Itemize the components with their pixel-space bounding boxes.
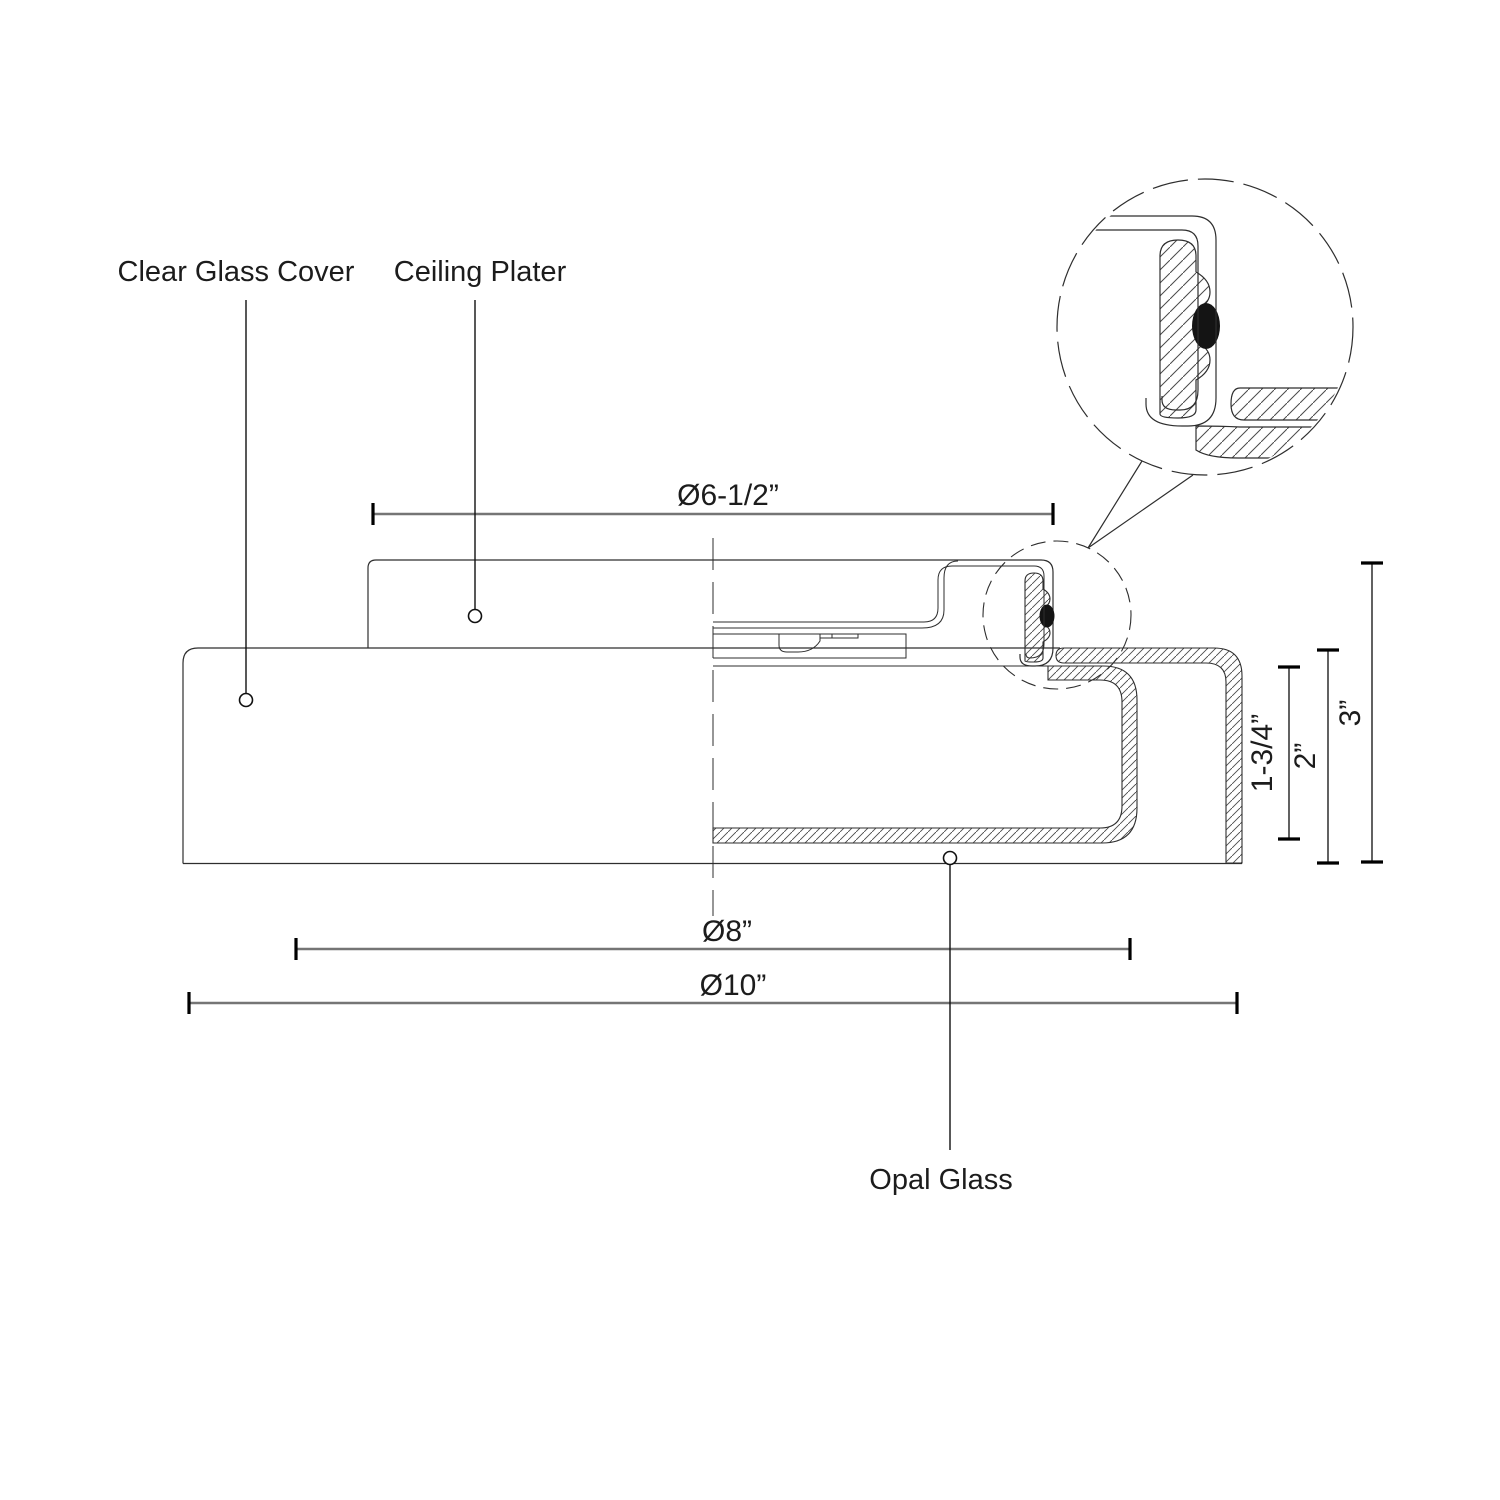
- plate-sheet-outer-line: [713, 560, 959, 629]
- clear-glass-cover-label: Clear Glass Cover: [118, 256, 355, 288]
- fixture-section-right: [712, 560, 1243, 864]
- opal-glass-leader-dot: [942, 850, 958, 866]
- opal-glass-section: [712, 665, 1138, 844]
- dim-overall-diameter-label: Ø10”: [700, 969, 767, 1002]
- dimension-overall-height: 3”: [1334, 561, 1383, 864]
- balloon-clear-glass: [1230, 387, 1351, 421]
- balloon-channel-inner: [1059, 229, 1199, 411]
- dimension-opal-height: 1-3/4”: [1246, 665, 1300, 841]
- dim-opal-height-label: 1-3/4”: [1246, 714, 1279, 792]
- label-ceiling-plate: Ceiling Plater: [394, 256, 567, 624]
- label-opal-glass: Opal Glass: [869, 850, 1013, 1196]
- detail-marker-circle: [982, 540, 1132, 690]
- dimension-overall-diameter: Ø10”: [187, 969, 1239, 1014]
- ceiling-plate-label: Ceiling Plater: [394, 256, 567, 288]
- balloon-opal-flange: [1195, 425, 1351, 459]
- clear-glass-cover-outline: [182, 647, 1060, 864]
- socket-cup: [778, 634, 821, 653]
- dimension-glass-height: 2”: [1289, 648, 1339, 865]
- socket-housing: [713, 633, 907, 659]
- clear-glass-section: [1055, 647, 1243, 864]
- balloon-pointer: [1087, 460, 1194, 549]
- dimension-plate-diameter: Ø6-1/2”: [371, 479, 1055, 525]
- dimension-opal-diameter: Ø8”: [294, 915, 1132, 960]
- ceiling-plate-leader-dot: [467, 608, 483, 624]
- balloon-channel-outer: [1059, 215, 1217, 427]
- gasket-seal: [1039, 604, 1055, 628]
- balloon-contents: [1059, 215, 1351, 459]
- socket-terminal: [819, 634, 859, 639]
- clear-glass-cover-leader-dot: [238, 692, 254, 708]
- dim-opal-diameter-label: Ø8”: [702, 915, 752, 948]
- balloon-circle: [1056, 178, 1354, 476]
- detail-balloon: [1056, 178, 1354, 549]
- dim-overall-height-label: 3”: [1334, 700, 1367, 727]
- label-clear-glass-cover: Clear Glass Cover: [118, 256, 355, 708]
- plate-sheet-inner-line: [713, 565, 1045, 659]
- balloon-gasket: [1192, 303, 1220, 349]
- dim-plate-diameter-label: Ø6-1/2”: [677, 479, 779, 512]
- dim-glass-height-label: 2”: [1289, 743, 1322, 770]
- opal-glass-label: Opal Glass: [869, 1164, 1012, 1196]
